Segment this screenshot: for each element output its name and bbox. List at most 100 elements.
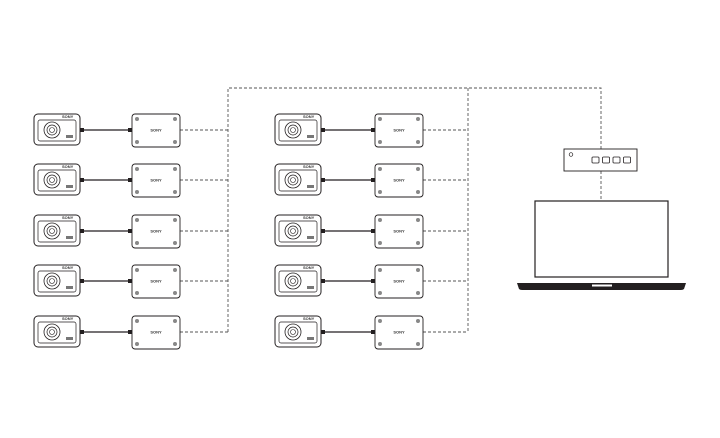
cable-connector	[321, 279, 325, 283]
adapter-unit: SONY	[374, 315, 424, 350]
cable-connector	[371, 128, 375, 132]
screw-icon	[173, 218, 177, 222]
camera-row: SONY SONY	[33, 315, 228, 350]
camera-row: SONY SONY	[274, 315, 468, 350]
camera: SONY	[274, 214, 322, 247]
switch-port-icon	[591, 156, 600, 164]
screw-icon	[135, 218, 139, 222]
camera-row: SONY SONY	[33, 163, 228, 198]
screw-icon	[416, 190, 420, 194]
power-led-icon	[568, 152, 574, 157]
camera-row: SONY SONY	[33, 214, 228, 249]
cable-connector	[80, 178, 84, 182]
screw-icon	[416, 117, 420, 121]
adapter-brand-label: SONY	[393, 279, 405, 284]
adapter-brand-label: SONY	[150, 279, 162, 284]
screw-icon	[173, 117, 177, 121]
adapter-unit: SONY	[131, 163, 181, 198]
screw-icon	[416, 291, 420, 295]
cable-connector	[321, 128, 325, 132]
adapter-unit: SONY	[131, 315, 181, 350]
adapter-brand-label: SONY	[150, 229, 162, 234]
screw-icon	[135, 190, 139, 194]
screw-icon	[416, 140, 420, 144]
adapter-unit: SONY	[374, 214, 424, 249]
camera: SONY	[274, 163, 322, 196]
camera-row: SONY SONY	[274, 264, 468, 299]
adapter-brand-label: SONY	[150, 128, 162, 133]
switch-port-icon	[602, 156, 610, 164]
backbone-line	[227, 87, 602, 332]
cable-connector	[128, 330, 132, 334]
screw-icon	[378, 342, 382, 346]
camera-row: SONY SONY	[274, 113, 468, 148]
camera: SONY	[33, 163, 81, 196]
screw-icon	[135, 140, 139, 144]
camera: SONY	[33, 214, 81, 247]
adapter-unit: SONY	[374, 264, 424, 299]
camera-brand-label: SONY	[62, 164, 74, 169]
adapter-unit: SONY	[131, 113, 181, 148]
cable-connector	[128, 279, 132, 283]
cable-connector	[321, 178, 325, 182]
camera-brand-label: SONY	[303, 114, 315, 119]
camera-brand-label: SONY	[303, 215, 315, 220]
cable-connector	[128, 178, 132, 182]
cable-connector	[321, 229, 325, 233]
cable-connector	[371, 279, 375, 283]
adapter-unit: SONY	[374, 163, 424, 198]
cable-connector	[321, 330, 325, 334]
cable-connector	[128, 128, 132, 132]
screw-icon	[416, 218, 420, 222]
camera-brand-label: SONY	[303, 316, 315, 321]
camera-brand-label: SONY	[62, 316, 74, 321]
screw-icon	[173, 190, 177, 194]
cable-connector	[80, 128, 84, 132]
camera-brand-label: SONY	[303, 265, 315, 270]
cable-connector	[371, 229, 375, 233]
screw-icon	[416, 241, 420, 245]
network-lines	[227, 87, 602, 332]
screw-icon	[378, 117, 382, 121]
screw-icon	[173, 319, 177, 323]
camera-brand-label: SONY	[303, 164, 315, 169]
camera: SONY	[33, 264, 81, 297]
screw-icon	[378, 241, 382, 245]
cable-connector	[80, 229, 84, 233]
screw-icon	[173, 140, 177, 144]
adapter-unit: SONY	[131, 214, 181, 249]
cable-connector	[80, 279, 84, 283]
network-switch	[563, 148, 638, 172]
screw-icon	[135, 241, 139, 245]
adapter-brand-label: SONY	[150, 178, 162, 183]
switch-port-icon	[612, 156, 621, 164]
screw-icon	[378, 218, 382, 222]
cable-connector	[80, 330, 84, 334]
screw-icon	[135, 117, 139, 121]
camera: SONY	[274, 113, 322, 146]
screw-icon	[173, 241, 177, 245]
camera: SONY	[274, 264, 322, 297]
cable-connector	[371, 178, 375, 182]
camera-row: SONY SONY	[274, 163, 468, 198]
screw-icon	[135, 291, 139, 295]
screw-icon	[378, 291, 382, 295]
screw-icon	[173, 167, 177, 171]
camera-row: SONY SONY	[274, 214, 468, 249]
screw-icon	[416, 342, 420, 346]
screw-icon	[135, 319, 139, 323]
adapter-brand-label: SONY	[393, 330, 405, 335]
adapter-unit: SONY	[374, 113, 424, 148]
screw-icon	[416, 167, 420, 171]
laptop	[517, 200, 686, 290]
screw-icon	[173, 268, 177, 272]
switch-port-icon	[623, 156, 631, 164]
screw-icon	[378, 190, 382, 194]
camera: SONY	[274, 315, 322, 348]
screw-icon	[378, 268, 382, 272]
screw-icon	[416, 319, 420, 323]
screw-icon	[378, 167, 382, 171]
cable-connector	[371, 330, 375, 334]
